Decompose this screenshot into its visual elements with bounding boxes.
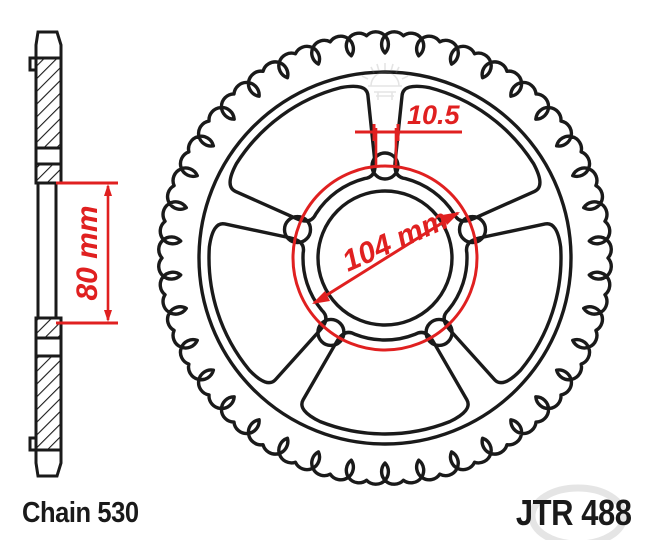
watermark-group: [361, 63, 628, 540]
side-section-view: [28, 30, 63, 478]
center-hub-circle: [316, 189, 454, 327]
spoke-window: [228, 84, 377, 223]
pcd-arrow-lower-left: [312, 291, 330, 304]
side-step-bottom: [28, 436, 38, 452]
side-step-top: [28, 56, 38, 72]
inner-rim-circle: [197, 70, 573, 446]
sun-watermark-icon: [361, 63, 409, 100]
chain-label: Chain 530: [22, 497, 139, 529]
dimension-pcd: 104 mm: [291, 164, 479, 352]
side-block-bottom: [34, 316, 63, 340]
dimension-thickness-label: 80 mm: [71, 205, 104, 300]
pcd-arrow-upper-right: [442, 212, 460, 225]
bolt-hole: [316, 317, 346, 348]
arrow-head-top: [104, 184, 112, 196]
dimension-bolt-hole-label: 10.5: [407, 100, 461, 130]
spoke-window: [207, 222, 328, 385]
side-gap-bottom: [34, 336, 63, 358]
bolt-hole: [424, 317, 454, 348]
side-block-top: [34, 162, 63, 185]
oval-watermark: [528, 484, 628, 540]
spoke-window: [300, 330, 470, 436]
pitch-circle: [291, 164, 479, 352]
side-tooth-tip-top: [34, 30, 63, 60]
bolt-hole: [457, 214, 488, 245]
side-body-top: [34, 56, 63, 150]
pcd-dim-line: [313, 211, 459, 305]
bolt-hole: [282, 214, 313, 245]
arrow-head-bottom: [104, 310, 112, 322]
part-number-label: JTR 488: [516, 492, 632, 533]
side-body-bottom: [34, 354, 63, 452]
dimension-pcd-label: 104 mm: [337, 203, 453, 279]
side-gap-top: [34, 146, 63, 166]
dimension-bolt-hole: 10.5: [355, 100, 462, 165]
spoke-window: [442, 222, 563, 385]
sprocket-teeth-outline: [157, 30, 613, 486]
side-web: [36, 181, 58, 320]
dimension-thickness: 80 mm: [56, 181, 118, 325]
side-tooth-tip-bottom: [34, 448, 63, 478]
front-face-view: [157, 30, 613, 486]
